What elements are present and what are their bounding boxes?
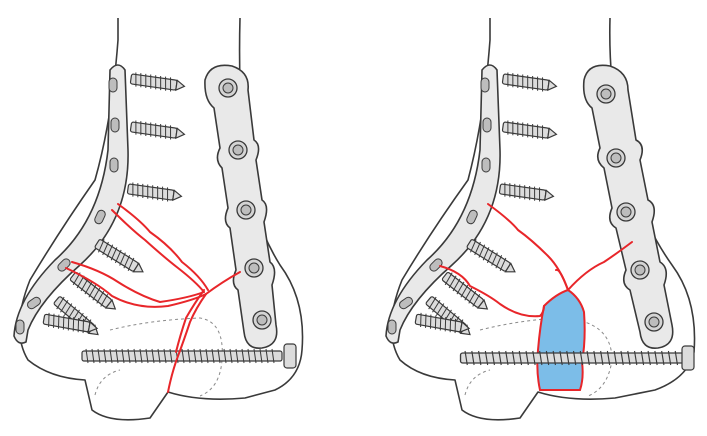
transverse-screw-head xyxy=(283,343,297,369)
panel-before-fixation xyxy=(13,17,304,421)
panel-after-fixation-with-bone-graft xyxy=(385,17,696,421)
articular-contour xyxy=(109,317,223,397)
medial-plate-right xyxy=(385,64,501,344)
medial-plate xyxy=(13,64,129,344)
fracture-lines-right xyxy=(439,203,633,318)
condyle-contour xyxy=(94,369,121,396)
bone-graft xyxy=(536,288,586,391)
fracture-lines xyxy=(65,203,241,393)
articular-contour-right xyxy=(479,317,613,397)
transverse-screw-head-right xyxy=(681,345,695,371)
condyle-contour-right xyxy=(464,369,491,396)
